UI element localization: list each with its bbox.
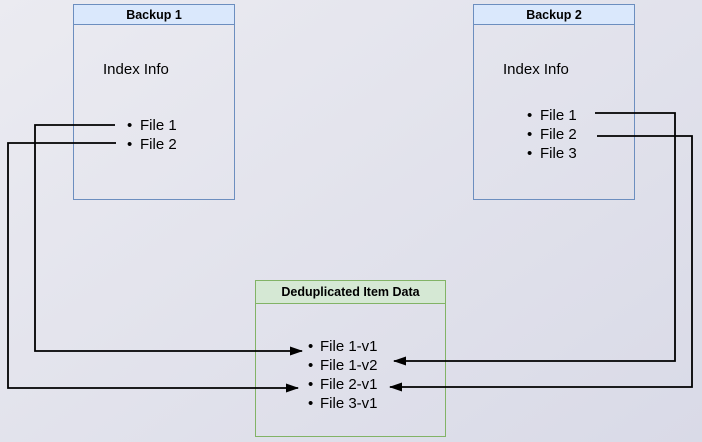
dedup-item: File 2-v1 xyxy=(308,375,378,394)
backup1-file-item: File 2 xyxy=(127,135,177,154)
backup2-box: Backup 2 Index Info File 1 File 2 File 3 xyxy=(473,4,635,200)
backup1-file-item: File 1 xyxy=(127,116,177,135)
dedup-item: File 3-v1 xyxy=(308,394,378,413)
backup2-file-list: File 1 File 2 File 3 xyxy=(527,106,577,163)
backup1-file-list: File 1 File 2 xyxy=(127,116,177,154)
backup1-index-info-label: Index Info xyxy=(103,61,169,78)
dedup-item: File 1-v2 xyxy=(308,356,378,375)
dedup-header: Deduplicated Item Data xyxy=(256,281,445,304)
backup2-header: Backup 2 xyxy=(474,5,634,25)
dedup-item: File 1-v1 xyxy=(308,337,378,356)
backup1-box: Backup 1 Index Info File 1 File 2 xyxy=(73,4,235,200)
dedup-item-list: File 1-v1 File 1-v2 File 2-v1 File 3-v1 xyxy=(308,337,378,413)
backup2-index-info-label: Index Info xyxy=(503,61,569,78)
backup1-header: Backup 1 xyxy=(74,5,234,25)
backup2-file-item: File 2 xyxy=(527,125,577,144)
dedup-box: Deduplicated Item Data File 1-v1 File 1-… xyxy=(255,280,446,437)
backup2-file-item: File 3 xyxy=(527,144,577,163)
backup2-file-item: File 1 xyxy=(527,106,577,125)
